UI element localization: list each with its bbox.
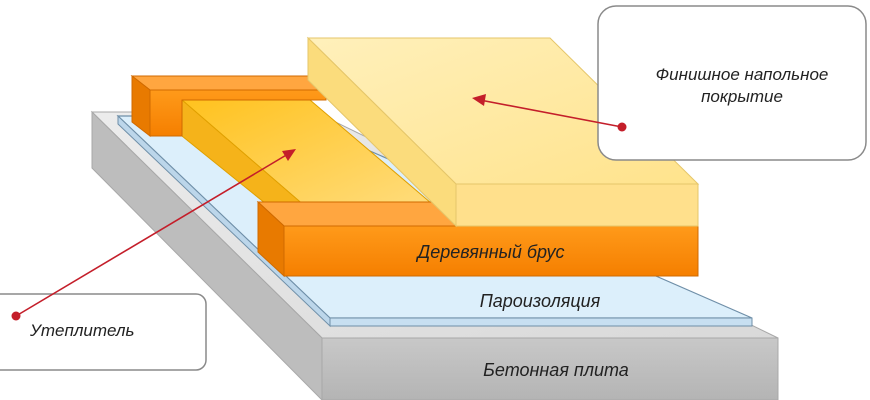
vapor-barrier-label: Пароизоляция bbox=[480, 291, 601, 311]
insulation-callout-box bbox=[0, 293, 207, 371]
finish-label-line2: покрытие bbox=[701, 87, 783, 106]
wooden-beam-front bbox=[256, 200, 699, 278]
wooden-beam-back bbox=[130, 74, 328, 138]
insulation-pointer bbox=[11, 149, 296, 321]
beam-label: Деревянный брус bbox=[416, 242, 565, 262]
finish-label-line1: Финишное напольное bbox=[656, 65, 829, 84]
concrete-slab-label: Бетонная плита bbox=[483, 360, 629, 380]
insulation-label: Утеплитель bbox=[29, 321, 134, 340]
finish-callout-box bbox=[597, 5, 867, 161]
finish-pointer bbox=[472, 94, 627, 132]
